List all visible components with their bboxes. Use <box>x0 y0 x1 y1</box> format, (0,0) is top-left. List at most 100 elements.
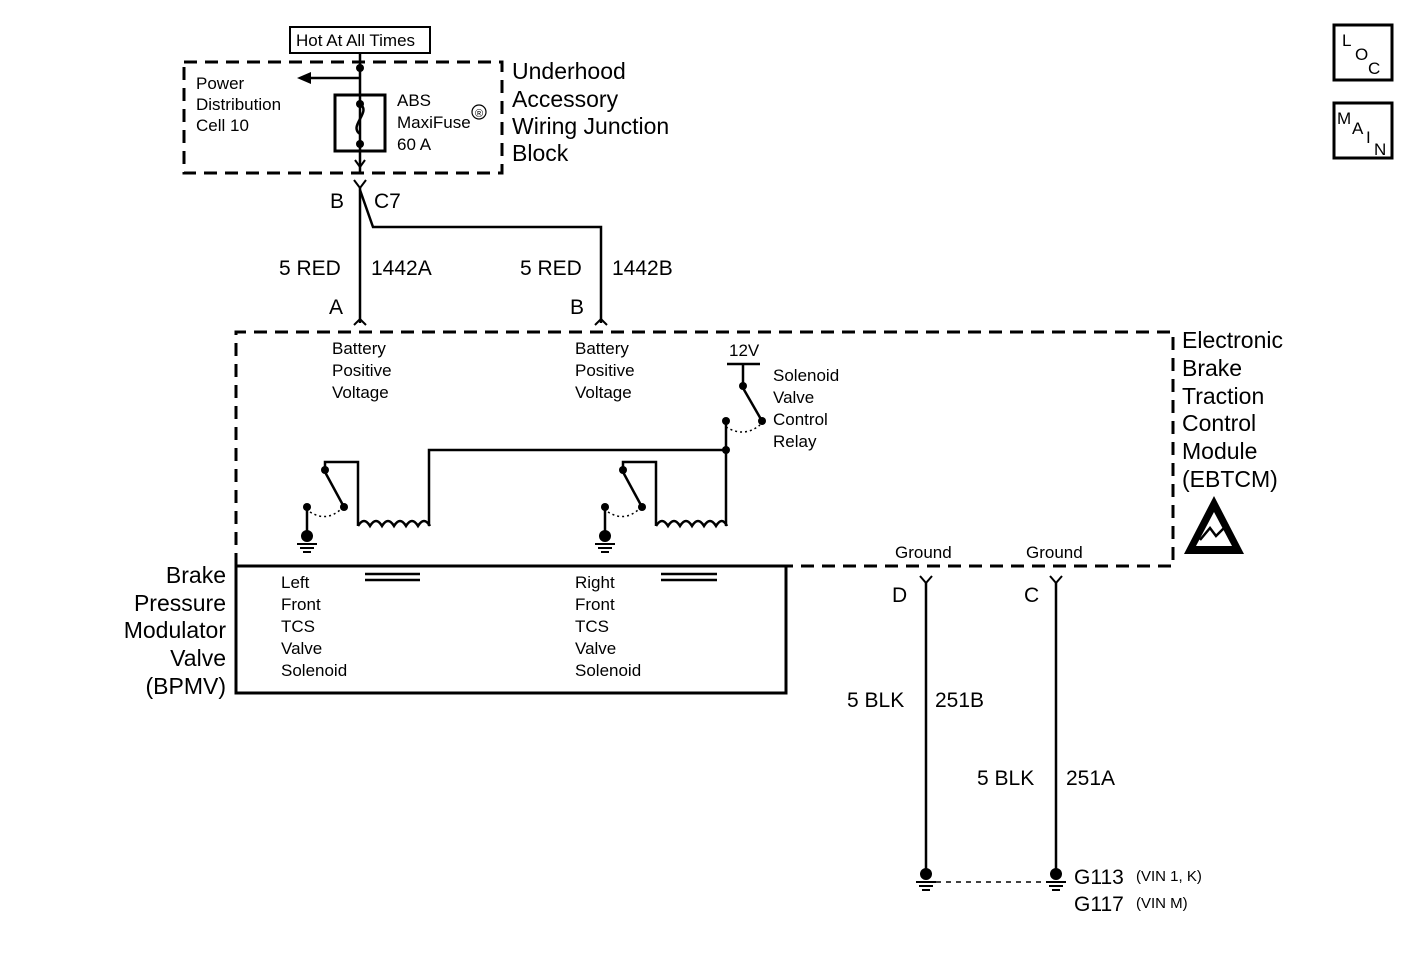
solenoid-supply-wire <box>427 448 726 526</box>
connector-chevron-icon <box>354 159 366 169</box>
registered-mark-icon <box>471 104 487 120</box>
wire-1442b-circuit: 1442B <box>612 257 673 280</box>
ebtcm-name-line-2: Brake <box>1182 355 1242 381</box>
bpv-a-line-1: Battery <box>332 339 386 358</box>
c7-connector-label: C7 <box>374 190 401 213</box>
wire-251a-circuit: 251A <box>1066 767 1115 790</box>
ebtcm-pin-a-label: A <box>329 296 343 319</box>
relay-label-line-4: Relay <box>773 432 817 451</box>
wire-251b-circuit: 251B <box>935 689 984 712</box>
main-button[interactable]: M A I N <box>1332 101 1394 160</box>
pin-c-label: C <box>1024 584 1039 607</box>
right-solenoid-line-2: Front <box>575 595 615 614</box>
right-solenoid-line-4: Valve <box>575 639 616 658</box>
fuse-top-dot <box>356 100 364 108</box>
right-solenoid-line-3: TCS <box>575 617 609 636</box>
ground-g117-symbol <box>1046 868 1066 891</box>
fuse-type: MaxiFuse <box>397 113 471 132</box>
bpv-b-line-2: Positive <box>575 361 635 380</box>
block-name-line-1: Underhood <box>512 58 626 84</box>
left-solenoid-line-2: Front <box>281 595 321 614</box>
underhood-junction-block-outline <box>182 60 504 175</box>
bpv-a-line-2: Positive <box>332 361 392 380</box>
left-solenoid-line-1: Left <box>281 573 310 592</box>
relay-label-line-2: Valve <box>773 388 814 407</box>
power-distribution-line-3: Cell 10 <box>196 116 249 135</box>
wire-1442b <box>358 189 603 323</box>
bpv-b-line-3: Voltage <box>575 383 632 402</box>
main-letter-i: I <box>1366 128 1371 147</box>
ground-g113-label: G113 <box>1074 866 1124 889</box>
loc-letter-c: C <box>1368 59 1380 78</box>
block-name-line-4: Block <box>512 140 569 166</box>
block-name-line-2: Accessory <box>512 86 619 112</box>
ebtcm-name-line-5: Module <box>1182 438 1257 464</box>
registered-mark: ® <box>475 108 483 120</box>
relay-coil-link <box>725 424 761 433</box>
ground-g113-note: (VIN 1, K) <box>1136 868 1202 885</box>
splice-dot <box>356 64 364 72</box>
left-coil-icon <box>356 519 432 529</box>
bus-arrow-icon <box>297 72 311 84</box>
ebtcm-outline <box>234 330 1175 568</box>
relay-contact-dot <box>739 382 747 390</box>
wire-251b-gauge-color: 5 BLK <box>847 689 904 712</box>
main-letter-m: M <box>1337 109 1351 128</box>
wire-251a-gauge-color: 5 BLK <box>977 767 1034 790</box>
ebtcm-name-line-1: Electronic <box>1182 327 1283 353</box>
bpmv-outline <box>234 564 788 695</box>
power-distribution-line-2: Distribution <box>196 95 281 114</box>
relay-label-line-3: Control <box>773 410 828 429</box>
ground-g117-label: G117 <box>1074 893 1124 916</box>
fuse-rating: 60 A <box>397 135 432 154</box>
c7-pin-label: B <box>330 190 344 213</box>
left-solenoid-line-5: Solenoid <box>281 661 347 680</box>
fuse-bottom-dot <box>356 140 364 148</box>
ground-c-label: Ground <box>1026 543 1083 562</box>
block-name-line-3: Wiring Junction <box>512 113 669 139</box>
ebtcm-name-line-3: Traction <box>1182 383 1264 409</box>
pin-b-chevron-icon <box>594 317 608 326</box>
left-solenoid-line-3: TCS <box>281 617 315 636</box>
pin-a-chevron-icon <box>353 317 367 326</box>
ebtcm-pin-b-label: B <box>570 296 584 319</box>
relay-switch-arm <box>741 387 764 422</box>
main-letter-a: A <box>1352 119 1364 138</box>
maxifuse-symbol <box>333 93 387 153</box>
bpmv-name-line-2: Pressure <box>134 590 226 616</box>
bpv-a-line-3: Voltage <box>332 383 389 402</box>
main-letter-n: N <box>1374 140 1386 159</box>
fuse-name: ABS <box>397 91 431 110</box>
left-solenoid-driver <box>297 460 432 553</box>
bpv-b-line-1: Battery <box>575 339 629 358</box>
relay-output-dot <box>722 417 730 425</box>
wire-1442a-gauge-color: 5 RED <box>279 257 341 280</box>
loc-letter-o: O <box>1355 45 1368 64</box>
ground-g113-symbol <box>916 868 936 891</box>
left-solenoid-line-4: Valve <box>281 639 322 658</box>
ebtcm-name-line-6: (EBTCM) <box>1182 466 1278 492</box>
loc-button[interactable]: L O C <box>1332 23 1394 82</box>
wire-1442b-gauge-color: 5 RED <box>520 257 582 280</box>
pin-d-chevron-icon <box>919 575 933 585</box>
ebtcm-name-line-4: Control <box>1182 410 1256 436</box>
relay-label-line-1: Solenoid <box>773 366 839 385</box>
ground-g117-note: (VIN M) <box>1136 895 1188 912</box>
right-solenoid-line-1: Right <box>575 573 615 592</box>
bpmv-name-line-4: Valve <box>170 645 226 671</box>
right-solenoid-driver <box>595 460 729 553</box>
loc-letter-l: L <box>1342 31 1351 50</box>
bpmv-name-line-3: Modulator <box>124 617 227 643</box>
pin-d-label: D <box>892 584 907 607</box>
bpmv-name-line-1: Brake <box>166 562 226 588</box>
relay-voltage-label: 12V <box>729 341 760 360</box>
c7-connector-icon <box>353 179 367 190</box>
wire-1442a-circuit: 1442A <box>371 257 432 280</box>
pin-c-chevron-icon <box>1049 575 1063 585</box>
power-distribution-line-1: Power <box>196 74 245 93</box>
hot-at-all-times-label: Hot At All Times <box>296 31 415 50</box>
relay-arm-dot <box>758 417 766 425</box>
ground-d-label: Ground <box>895 543 952 562</box>
bpmv-name-line-5: (BPMV) <box>146 673 227 699</box>
